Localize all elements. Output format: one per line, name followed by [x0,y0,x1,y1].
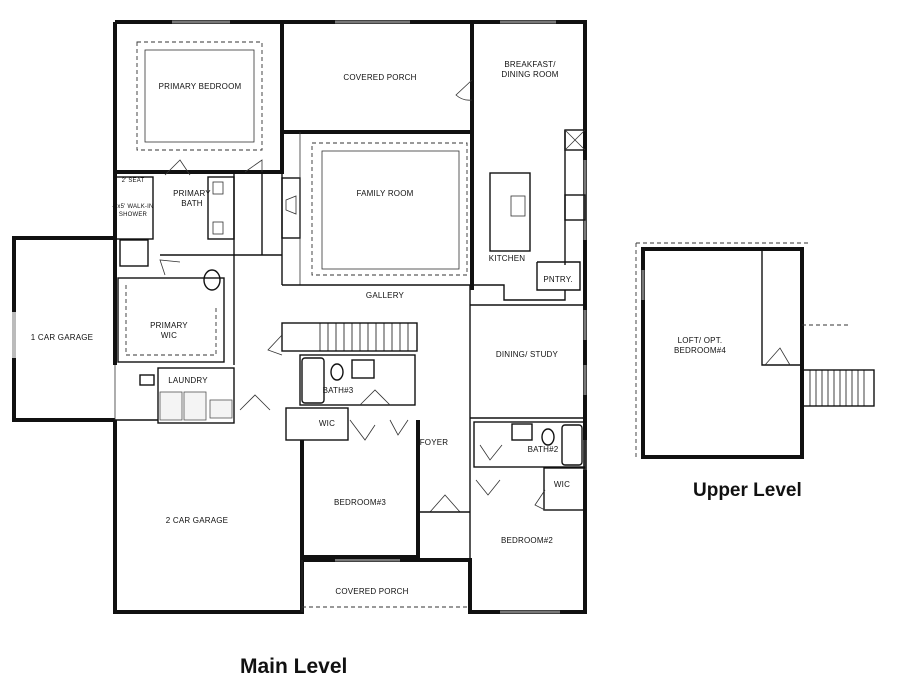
label-loft-1: LOFT/ OPT. [678,336,723,345]
bath2-door [479,444,503,461]
tray-ceiling [136,41,263,151]
loft-stair-well [761,249,802,366]
label-pantry: PNTRY. [543,275,572,284]
sink [510,195,526,217]
one-car-garage-wall [12,236,115,422]
label-laundry: LAUNDRY [168,376,208,385]
kitchen-island [489,172,531,252]
label-one-car-garage: 1 CAR GARAGE [31,333,93,342]
stair [281,322,418,352]
kitchen-south-wall [472,284,566,301]
bath2-tub [561,424,583,466]
upper-level-plan: LOFT/ OPT. BEDROOM#4 [635,242,875,460]
bedroom3-wall [300,420,420,559]
wic2-wall [543,467,586,511]
wic3-door [349,419,376,441]
primary-bedroom-wall [115,22,284,174]
bath3-door [359,389,391,406]
main-level-title: Main Level [240,655,348,678]
range [564,194,586,221]
label-breakfast-1: BREAKFAST/ [504,60,556,69]
label-breakfast-2: DINING ROOM [501,70,558,79]
tray-ceiling-inner [144,49,255,143]
label-bath2: BATH#2 [528,445,559,454]
toilet [203,269,221,291]
vanity-sink [212,221,224,235]
wic3-wall [285,407,349,441]
label-gallery: GALLERY [366,291,405,300]
primary-wic [117,277,225,363]
bath-door [164,159,191,176]
main-level-plan: PRIMARY BEDROOM COVERED PORCH BREAKFAST/… [12,20,587,614]
label-primary-wic-2: WIC [161,331,177,340]
label-shower-2: SHOWER [119,212,148,218]
upper-level-title: Upper Level [693,480,802,501]
shower [114,176,154,240]
label-seat: 2' SEAT [122,178,145,184]
label-wic3: WIC [319,419,335,428]
laundry-wall [157,367,235,424]
label-covered-porch-rear: COVERED PORCH [343,73,416,82]
label-foyer: FOYER [420,438,449,447]
door-swing [455,79,473,101]
family-tray [311,142,468,276]
label-two-car-garage: 2 CAR GARAGE [166,516,228,525]
pantry-wall [536,261,581,291]
vanity-sink [212,181,224,195]
tub-seat [119,239,149,267]
front-door [429,494,461,513]
label-shower-1: 4'x5' WALK-IN [112,204,153,210]
fireplace-hearth [285,195,297,215]
bedroom3-door [389,419,409,436]
family-tray-inner [321,150,460,270]
upper-stair-treads [809,370,865,406]
label-dining-study: DINING/ STUDY [496,350,559,359]
wic2-door [534,489,546,511]
label-bedroom2: BEDROOM#2 [501,536,553,545]
bedroom2-door [475,479,501,496]
utility-box [139,374,155,386]
gallery-door [267,334,283,356]
loft-wall [641,247,804,459]
fireplace [281,177,301,239]
laundry-door [239,394,271,411]
bath3-tub [301,357,325,404]
bath3-wall [299,354,416,406]
washer [159,391,183,421]
bath2-wall [473,421,586,468]
bath2-vanity [511,423,533,441]
label-family-room: FAMILY ROOM [356,189,413,198]
hall-door [244,159,263,173]
label-primary-bath-1: PRIMARY [173,189,211,198]
vanity [207,176,235,240]
label-primary-bath-2: BATH [181,199,203,208]
stair-treads [319,323,409,351]
fridge-x [564,129,586,151]
upper-stair [801,369,875,407]
label-bedroom3: BEDROOM#3 [334,498,386,507]
label-covered-porch-front: COVERED PORCH [335,587,408,596]
bath2-toilet [541,428,555,446]
fridge [564,129,586,151]
dryer [183,391,207,421]
label-bath3: BATH#3 [323,386,354,395]
bath3-toilet [330,363,344,381]
wic-door [159,259,181,276]
wic-shelf [125,285,217,356]
laundry-sink [209,399,233,419]
label-kitchen: KITCHEN [489,254,526,263]
label-loft-2: BEDROOM#4 [674,346,726,355]
bath3-vanity [351,359,375,379]
label-primary-bedroom: PRIMARY BEDROOM [159,82,242,91]
loft-door [764,347,791,366]
label-wic2: WIC [554,480,570,489]
label-primary-wic-1: PRIMARY [150,321,188,330]
